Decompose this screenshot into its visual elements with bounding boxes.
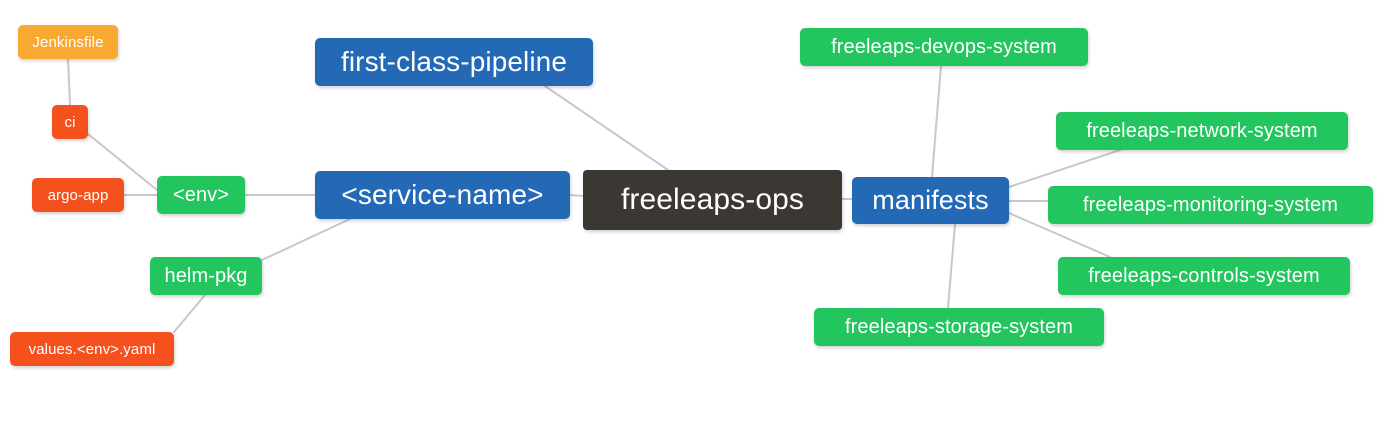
mindmap-node-storage-system[interactable]: freeleaps-storage-system xyxy=(814,308,1104,346)
mindmap-node-label: ci xyxy=(64,113,76,131)
mindmap-node-label: Jenkinsfile xyxy=(32,33,104,51)
mindmap-node-label: helm-pkg xyxy=(164,265,248,287)
mindmap-node-jenkinsfile[interactable]: Jenkinsfile xyxy=(18,25,118,59)
mindmap-node-first-class-pipeline[interactable]: first-class-pipeline xyxy=(315,38,593,86)
mindmap-node-network-system[interactable]: freeleaps-network-system xyxy=(1056,112,1348,150)
mindmap-node-label: first-class-pipeline xyxy=(340,46,568,77)
mindmap-node-label: <service-name> xyxy=(341,179,544,210)
mindmap-node-label: freeleaps-monitoring-system xyxy=(1082,194,1338,216)
mindmap-node-env[interactable]: <env> xyxy=(157,176,245,214)
mindmap-node-values-yaml[interactable]: values.<env>.yaml xyxy=(10,332,174,366)
mindmap-node-label: manifests xyxy=(872,185,989,215)
mindmap-node-manifests[interactable]: manifests xyxy=(852,177,1009,224)
mindmap-node-label: <env> xyxy=(172,184,230,206)
mindmap-node-ci[interactable]: ci xyxy=(52,105,88,139)
mindmap-node-label: argo-app xyxy=(47,186,109,204)
mindmap-node-label: values.<env>.yaml xyxy=(28,340,156,358)
mindmap-node-label: freeleaps-controls-system xyxy=(1088,265,1320,287)
mindmap-node-service-name[interactable]: <service-name> xyxy=(315,171,570,219)
edge-manifests-to-devops-system xyxy=(931,65,942,178)
edge-jenkinsfile-to-ci xyxy=(67,58,71,106)
mindmap-node-monitoring-system[interactable]: freeleaps-monitoring-system xyxy=(1048,186,1373,224)
mindmap-node-label: freeleaps-devops-system xyxy=(831,36,1057,58)
mindmap-node-helm-pkg[interactable]: helm-pkg xyxy=(150,257,262,295)
edge-values-yaml-to-helm-pkg xyxy=(173,294,206,333)
edge-manifests-to-network-system xyxy=(1008,149,1121,188)
edge-manifests-to-storage-system xyxy=(947,223,956,309)
edge-first-class-pipeline-to-freeleaps-ops xyxy=(544,85,669,171)
mindmap-node-controls-system[interactable]: freeleaps-controls-system xyxy=(1058,257,1350,295)
edge-helm-pkg-to-service-name xyxy=(261,218,351,261)
mindmap-node-label: freeleaps-storage-system xyxy=(844,316,1074,338)
mindmap-node-label: freeleaps-network-system xyxy=(1086,120,1318,142)
mindmap-node-devops-system[interactable]: freeleaps-devops-system xyxy=(800,28,1088,66)
mindmap-node-freeleaps-ops[interactable]: freeleaps-ops xyxy=(583,170,842,230)
mindmap-node-label: freeleaps-ops xyxy=(620,183,805,216)
edge-service-name-to-freeleaps-ops xyxy=(569,194,584,197)
mindmap-node-argo-app[interactable]: argo-app xyxy=(32,178,124,212)
